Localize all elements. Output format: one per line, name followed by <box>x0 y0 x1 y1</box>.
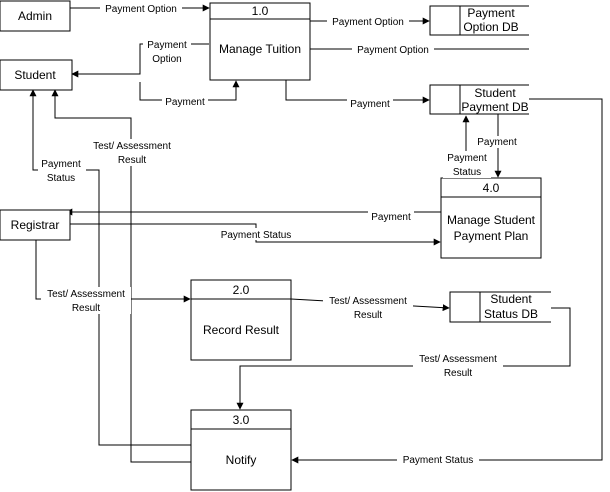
process-record-result[interactable]: 2.0 Record Result <box>190 279 292 361</box>
store-payment-option-db[interactable]: Payment Option DB <box>429 5 529 36</box>
process-notify-label: Notify <box>226 453 257 467</box>
process-manage-student-payment-plan-label-line-1: Manage Student <box>447 213 536 227</box>
svg-text:Payment Option: Payment Option <box>357 45 429 56</box>
entity-registrar-label: Registrar <box>11 218 60 232</box>
flow-label-registrar-to-manage-student-payment-plan: Payment Status <box>215 228 297 241</box>
flow-notify-to-student-payment-status <box>29 89 191 446</box>
svg-text:Result: Result <box>72 303 101 314</box>
store-student-payment-db[interactable]: Student Payment DB <box>429 84 529 115</box>
process-manage-tuition-label: Manage Tuition <box>219 42 301 56</box>
svg-text:Payment Option: Payment Option <box>105 4 177 15</box>
svg-text:Payment: Payment <box>41 159 81 170</box>
flow-registrar-to-record-result <box>35 240 191 303</box>
svg-text:Result: Result <box>444 368 473 379</box>
store-student-status-db-label-line-2: Status DB <box>484 307 538 321</box>
svg-text:Payment: Payment <box>165 97 205 108</box>
svg-text:Test/ Assessment: Test/ Assessment <box>419 354 497 365</box>
flow-labels: Payment Option Payment Option Payment Op… <box>38 2 520 466</box>
store-payment-option-db-label-line-2: Option DB <box>463 20 518 34</box>
store-student-status-db[interactable]: Student Status DB <box>449 291 551 323</box>
svg-text:Payment: Payment <box>350 99 390 110</box>
flow-label-student-to-manage-tuition: Payment <box>162 95 208 108</box>
svg-text:Payment Status: Payment Status <box>403 455 474 466</box>
flow-label-student-payment-db-to-notify: Payment Status <box>397 453 479 466</box>
flow-label-admin-to-manage-tuition: Payment Option <box>100 2 182 15</box>
svg-text:Payment: Payment <box>147 40 187 51</box>
process-manage-student-payment-plan-number: 4.0 <box>483 181 500 195</box>
store-student-payment-db-label-line-2: Payment DB <box>461 100 528 114</box>
process-manage-student-payment-plan[interactable]: 4.0 Manage Student Payment Plan <box>440 177 542 259</box>
processes: 1.0 Manage Tuition 2.0 Record Result 3.0… <box>190 2 542 491</box>
flow-notify-to-student-result <box>51 89 191 463</box>
flow-label-manage-student-payment-plan-to-registrar: Payment <box>368 211 414 223</box>
flow-label-manage-tuition-to-student: Payment Option <box>143 38 191 65</box>
svg-text:Test/ Assessment: Test/ Assessment <box>93 141 171 152</box>
flow-label-manage-tuition-to-student-payment-db: Payment <box>347 97 393 110</box>
external-entities: Admin Student Registrar <box>0 0 73 241</box>
svg-text:Test/ Assessment: Test/ Assessment <box>329 296 407 307</box>
flow-student-status-db-to-notify <box>236 307 571 410</box>
process-notify-number: 3.0 <box>233 413 250 427</box>
flow-label-student-payment-db-to-manage-student-payment-plan: Payment <box>474 136 520 148</box>
entity-admin[interactable]: Admin <box>0 0 71 32</box>
data-stores: Payment Option DB Student Payment DB Stu… <box>429 5 551 323</box>
flow-label-manage-student-payment-plan-to-student-payment-db: Payment Status <box>443 151 491 178</box>
svg-text:Test/ Assessment: Test/ Assessment <box>47 289 125 300</box>
svg-text:Payment: Payment <box>447 153 487 164</box>
store-payment-option-db-label-line-1: Payment <box>467 6 515 20</box>
flow-label-notify-to-student-payment-status: Payment Status <box>38 157 86 184</box>
svg-text:Payment Status: Payment Status <box>221 230 292 241</box>
flow-label-record-result-to-student-status-db: Test/ Assessment Result <box>323 294 413 321</box>
flow-label-payment-option-db-to-manage-tuition: Payment Option <box>352 43 434 56</box>
svg-text:Payment: Payment <box>371 212 411 223</box>
svg-text:Option: Option <box>152 54 181 65</box>
process-notify[interactable]: 3.0 Notify <box>190 409 292 491</box>
entity-admin-label: Admin <box>18 9 52 23</box>
store-student-status-db-label-line-1: Student <box>490 292 532 306</box>
entity-registrar[interactable]: Registrar <box>0 209 71 241</box>
process-manage-tuition[interactable]: 1.0 Manage Tuition <box>209 2 311 81</box>
process-manage-student-payment-plan-label-line-2: Payment Plan <box>454 229 529 243</box>
svg-text:Payment Option: Payment Option <box>332 17 404 28</box>
svg-text:Result: Result <box>354 310 383 321</box>
svg-text:Payment: Payment <box>477 137 517 148</box>
svg-text:Status: Status <box>453 167 481 178</box>
flow-label-manage-tuition-to-payment-option-db: Payment Option <box>327 15 409 28</box>
flow-label-notify-to-student-result: Test/ Assessment Result <box>87 139 177 166</box>
entity-student[interactable]: Student <box>0 59 73 91</box>
svg-text:Status: Status <box>47 173 75 184</box>
svg-text:Result: Result <box>118 155 147 166</box>
process-record-result-number: 2.0 <box>233 283 250 297</box>
flow-label-registrar-to-record-result: Test/ Assessment Result <box>41 287 131 314</box>
flow-label-student-status-db-to-notify: Test/ Assessment Result <box>413 352 503 379</box>
process-record-result-label: Record Result <box>203 323 280 337</box>
store-student-payment-db-label-line-1: Student <box>474 86 516 100</box>
process-manage-tuition-number: 1.0 <box>252 4 269 18</box>
entity-student-label: Student <box>14 68 56 82</box>
